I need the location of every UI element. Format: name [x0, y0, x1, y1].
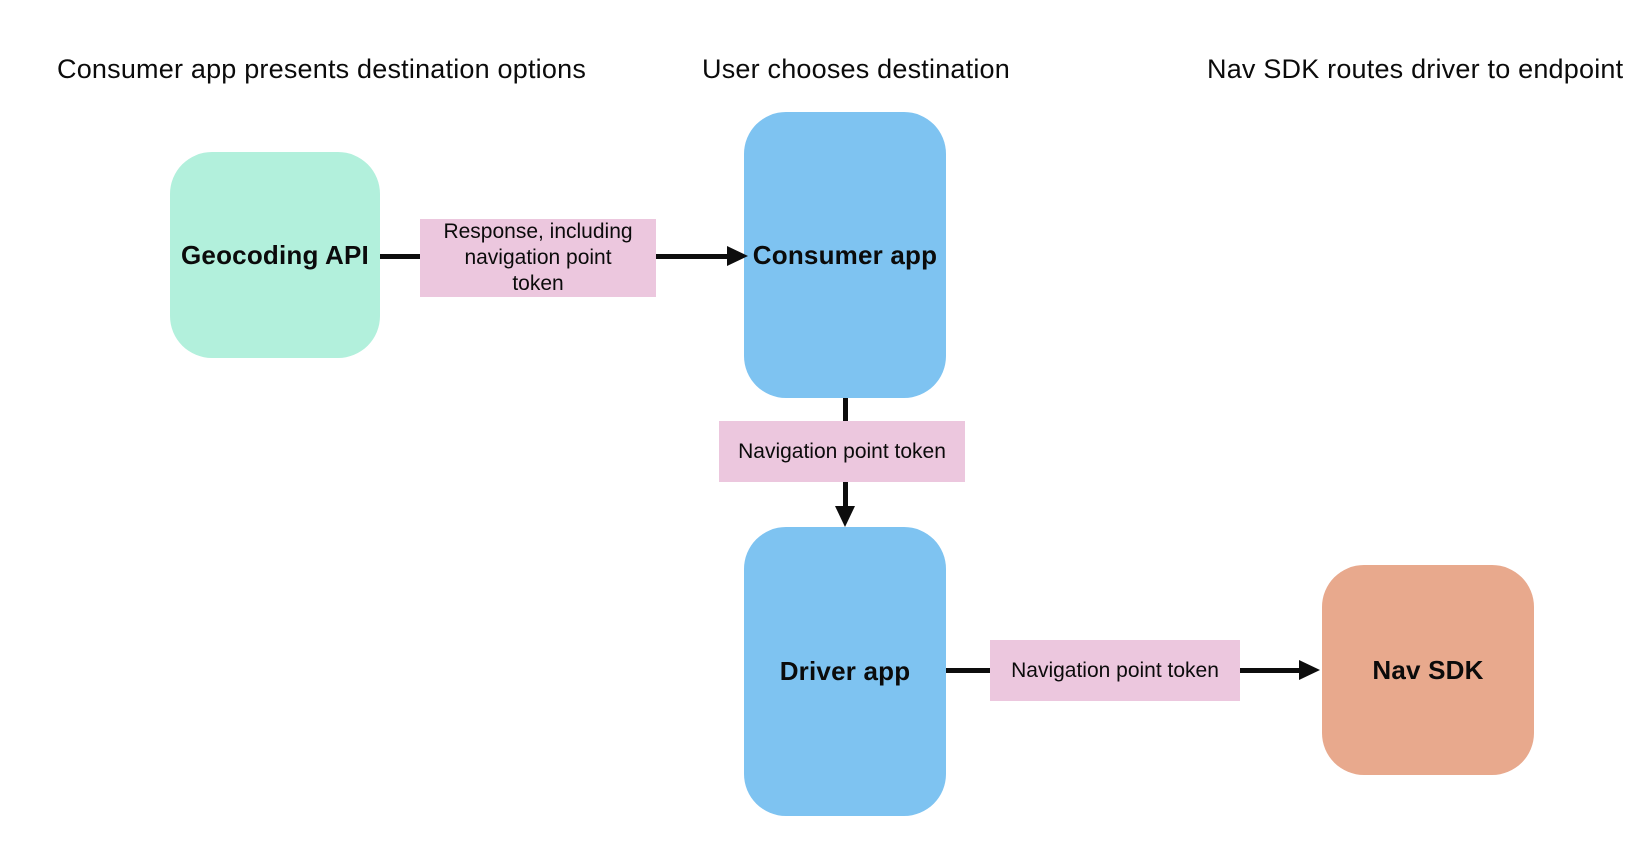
node-label-driver-app: Driver app: [779, 656, 911, 686]
connector-consumer-to-token-label: [843, 398, 848, 422]
edge-label-navigation-point-token-1: Navigation point token: [719, 421, 965, 482]
node-label-geocoding-api: Geocoding API: [181, 239, 369, 270]
edge-label-text: Response, including navigation point tok…: [443, 220, 633, 295]
connector-driver-to-token-label: [946, 668, 990, 673]
arrowhead-right-icon: [727, 246, 748, 266]
connector-token-label-to-navsdk: [1240, 668, 1299, 673]
stage-heading-consumer-presents: Consumer app presents destination option…: [57, 54, 587, 84]
node-driver-app: Driver app: [744, 527, 946, 816]
edge-label-text: Navigation point token: [738, 439, 946, 463]
arrowhead-down-icon: [835, 506, 855, 527]
node-label-consumer-app: Consumer app: [752, 239, 938, 270]
connector-geocoding-to-response-label: [380, 254, 420, 259]
node-label-nav-sdk: Nav SDK: [1372, 654, 1484, 685]
node-nav-sdk: Nav SDK: [1322, 565, 1534, 775]
edge-label-text: Navigation point token: [1011, 658, 1219, 682]
edge-label-navigation-point-token-2: Navigation point token: [990, 640, 1240, 701]
stage-heading-user-chooses: User chooses destination: [702, 54, 1010, 84]
node-geocoding-api: Geocoding API: [170, 152, 380, 358]
arrowhead-right-icon: [1299, 660, 1320, 680]
stage-heading-nav-routes: Nav SDK routes driver to endpoint: [1207, 54, 1624, 84]
connector-response-label-to-consumer: [656, 254, 727, 259]
connector-token-label-to-driver: [843, 482, 848, 506]
edge-label-response-including-token: Response, including navigation point tok…: [420, 219, 656, 297]
node-consumer-app: Consumer app: [744, 112, 946, 398]
